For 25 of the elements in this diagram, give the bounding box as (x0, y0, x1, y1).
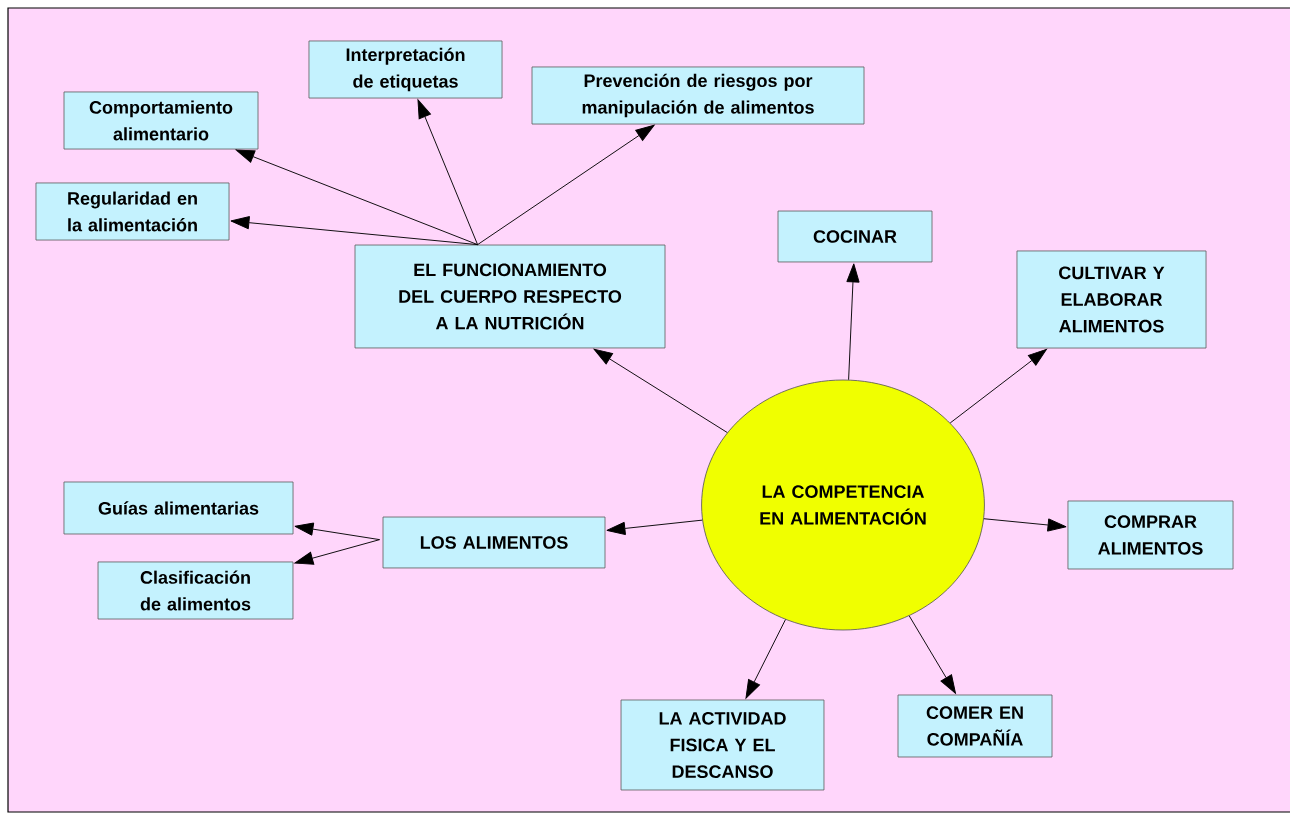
concept-box: EL FUNCIONAMIENTO DEL CUERPO RESPECTO A LA NUTRICIÓN (354, 244, 666, 349)
arrow (983, 518, 1067, 532)
concept-box: COCINAR (777, 210, 933, 263)
arrow (294, 522, 381, 541)
concept-box: CULTIVAR Y ELABORAR ALIMENTOS (1016, 250, 1207, 349)
concept-box: Clasificación de alimentos (97, 561, 294, 620)
arrow (294, 539, 381, 565)
arrow (593, 348, 728, 433)
concept-box: LA ACTIVIDAD FISICA Y EL DESCANSO (620, 699, 825, 791)
arrow (908, 615, 956, 694)
concept-box: Interpretación de etiquetas (308, 40, 503, 99)
arrow (846, 263, 860, 381)
concept-box: LOS ALIMENTOS (382, 516, 606, 569)
concept-box: COMPRAR ALIMENTOS (1067, 500, 1234, 570)
arrow (477, 124, 655, 246)
arrow (417, 99, 479, 246)
concept-box: COMER EN COMPAÑÍA (897, 694, 1053, 758)
concept-box: Regularidad en la alimentación (35, 182, 230, 241)
arrow (949, 348, 1047, 424)
arrow (235, 149, 479, 246)
arrow (745, 619, 786, 699)
concept-box: Comportamiento alimentario (63, 91, 259, 150)
concept-box: Prevención de riesgos por manipulación de alimentos (531, 66, 865, 125)
arrow (606, 519, 703, 536)
concept-box: Guías alimentarias (63, 481, 294, 535)
